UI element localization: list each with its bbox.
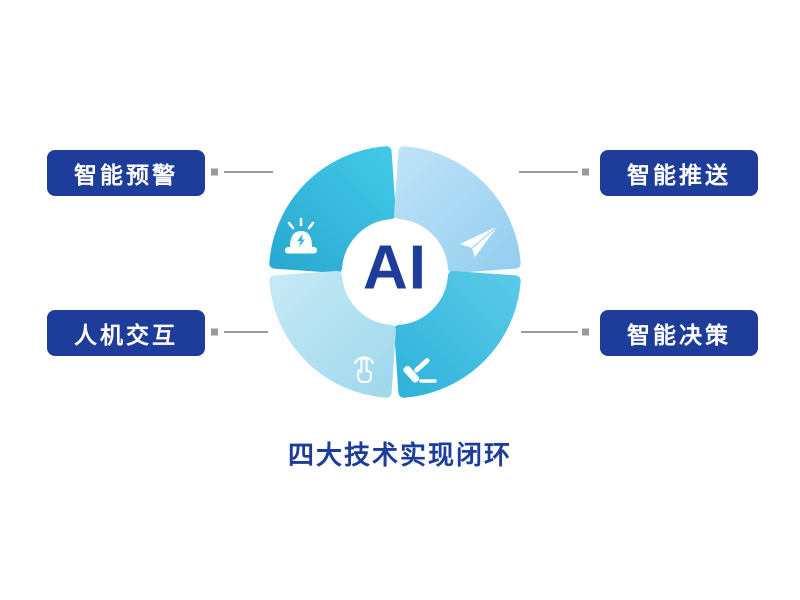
paper-plane-icon — [460, 225, 499, 257]
diagram-caption: 四大技术实现闭环 — [287, 440, 512, 470]
node-label-top-left: 智能预警 — [47, 150, 205, 196]
segment-bottom-right — [394, 271, 521, 398]
siren-icon — [285, 217, 317, 254]
node-label-bottom-left: 人机交互 — [47, 310, 205, 356]
connector-top-left — [211, 168, 273, 176]
connector-bottom-left — [211, 328, 268, 336]
center-ai-label: AI — [363, 233, 427, 303]
connector-bottom-right — [521, 328, 589, 336]
gavel-icon — [403, 358, 437, 383]
tap-icon — [354, 356, 374, 383]
node-label-bottom-right: 智能决策 — [600, 310, 758, 356]
node-label-top-right: 智能推送 — [600, 150, 758, 196]
connector-top-right — [519, 168, 589, 176]
